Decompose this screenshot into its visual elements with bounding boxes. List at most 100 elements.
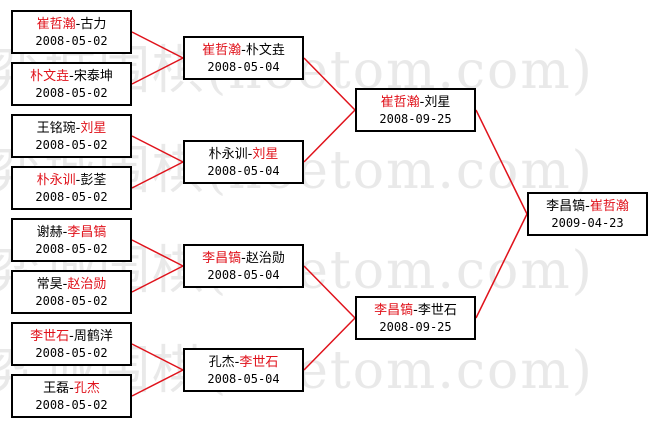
vs-separator: - [75,173,81,188]
connector-r2m1-r3m1 [303,57,356,111]
match-players: 崔哲瀚-古力 [13,16,130,33]
match-players: 李昌镐-赵治勋 [185,250,302,267]
connector-r2m4-r3m2 [303,317,356,371]
vs-separator: - [69,69,74,84]
player-name: 彭荃 [80,173,107,188]
player-name: 朴永训 [208,147,248,162]
match-date: 2008-05-02 [35,34,108,48]
match-date: 2009-04-23 [551,216,624,230]
connector-r1m2-r2m1 [131,57,184,85]
connector-r1m7-r2m4 [131,343,184,371]
match-players: 李昌镐-崔哲瀚 [529,198,646,215]
match-date: 2008-05-04 [207,372,280,386]
player-name: 王磊 [43,381,70,396]
vs-separator: - [419,95,425,110]
player-name: 赵治勋 [245,251,285,266]
match-players: 谢赫-李昌镐 [13,224,130,241]
match-players: 常昊-赵治勋 [13,276,130,293]
connector-r1m6-r2m3 [131,265,184,293]
vs-separator: - [75,121,81,136]
match-players: 李世石-周鹤洋 [13,328,130,345]
player-name: 王铭琬 [36,121,76,136]
match-date: 2008-05-02 [35,190,108,204]
connector-r1m1-r2m1 [131,31,184,59]
match-date: 2008-05-04 [207,60,280,74]
match-date: 2008-05-02 [35,138,108,152]
vs-separator: - [247,147,253,162]
match-date: 2008-05-02 [35,346,108,360]
match-players: 崔哲瀚-朴文垚 [185,42,302,59]
player-name: 崔哲瀚 [589,199,629,214]
player-name: 朴永训 [36,173,76,188]
match-players: 李昌镐-李世石 [357,302,474,319]
match-date: 2008-05-02 [35,294,108,308]
match-date: 2008-09-25 [379,112,452,126]
match-players: 朴永训-彭荃 [13,172,130,189]
player-name: 刘星 [80,121,107,136]
player-name: 谢赫 [36,225,63,240]
match-players: 朴永训-刘星 [185,146,302,163]
match-date: 2008-05-04 [207,164,280,178]
player-name: 崔哲瀚 [36,17,76,32]
vs-separator: - [241,43,246,58]
match-date: 2008-05-02 [35,398,108,412]
player-name: 崔哲瀚 [202,43,242,58]
connector-r3m2-final [475,213,528,319]
player-name: 李世石 [417,303,457,318]
vs-separator: - [241,251,246,266]
vs-separator: - [75,17,81,32]
vs-separator: - [62,225,68,240]
connector-r1m5-r2m3 [131,239,184,267]
player-name: 崔哲瀚 [380,95,420,110]
match-players: 朴文垚-宋泰坤 [13,68,130,85]
player-name: 宋泰坤 [73,69,113,84]
player-name: 周鹤洋 [73,329,113,344]
player-name: 刘星 [252,147,279,162]
connector-r3m1-final [475,109,528,215]
match-date: 2008-09-25 [379,320,452,334]
match-date: 2008-05-04 [207,268,280,282]
match-date: 2008-05-02 [35,242,108,256]
player-name: 古力 [80,17,107,32]
player-name: 李昌镐 [67,225,107,240]
match-players: 王磊-孔杰 [13,380,130,397]
connector-r1m8-r2m4 [131,369,184,397]
player-name: 李昌镐 [374,303,414,318]
vs-separator: - [234,355,240,370]
player-name: 李世石 [239,355,279,370]
player-name: 朴文垚 [30,69,70,84]
player-name: 赵治勋 [67,277,107,292]
player-name: 朴文垚 [245,43,285,58]
vs-separator: - [413,303,418,318]
player-name: 孔杰 [208,355,235,370]
player-name: 刘星 [424,95,451,110]
match-players: 孔杰-李世石 [185,354,302,371]
player-name: 李世石 [30,329,70,344]
connector-r1m3-r2m2 [131,135,184,163]
connector-r2m2-r3m1 [303,109,356,163]
player-name: 常昊 [36,277,63,292]
vs-separator: - [69,329,74,344]
vs-separator: - [62,277,68,292]
player-name: 李昌镐 [202,251,242,266]
match-date: 2008-05-02 [35,86,108,100]
match-players: 崔哲瀚-刘星 [357,94,474,111]
player-name: 李昌镐 [546,199,586,214]
match-players: 王铭琬-刘星 [13,120,130,137]
